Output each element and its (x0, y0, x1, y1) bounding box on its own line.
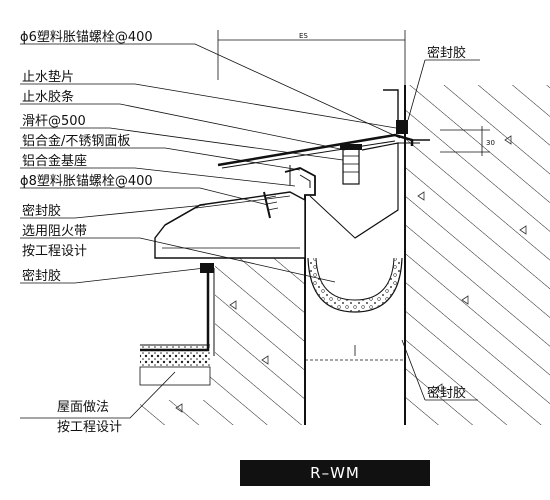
lower-bracket (154, 191, 306, 259)
left-structure (140, 195, 306, 425)
side-dim-label: 30 (486, 139, 495, 147)
es-label: ES (299, 32, 308, 40)
label-fire-strip-1: 选用阻火带 (22, 224, 87, 239)
water-stop-v (309, 195, 399, 239)
label-slide-bar: 滑杆@500 (22, 114, 86, 129)
label-water-stop-pad: 止水垫片 (22, 69, 74, 85)
label-anchor-bolt-mid: ϕ8塑料胀锚螺栓@400 (20, 174, 153, 189)
dimension-side: 30 (440, 126, 495, 156)
fire-barrier (307, 257, 403, 313)
label-anchor-bolt-top: ϕ6塑料胀锚螺栓@400 (20, 30, 153, 45)
label-sealant-right-bottom: 密封胶 (427, 385, 466, 401)
dimension-es: ES (217, 30, 406, 361)
label-base-seat: 铝合金基座 (22, 153, 87, 169)
upper-flashing (383, 85, 408, 134)
right-wall (404, 85, 550, 425)
label-fire-strip-2: 按工程设计 (22, 244, 87, 259)
model-tag-label: R–WM (310, 464, 360, 482)
leader-lines (20, 43, 480, 419)
roof-layers (139, 263, 215, 386)
label-water-stop-strip: 止水胶条 (22, 89, 74, 105)
label-sealant-right-top: 密封胶 (427, 45, 466, 61)
label-roof-2: 按工程设计 (57, 420, 122, 435)
label-face-plate: 铝合金/不锈钢面板 (22, 133, 130, 149)
label-roof-1: 屋面做法 (57, 400, 109, 415)
model-tag: R–WM (240, 460, 430, 486)
label-sealant-mid: 密封胶 (22, 203, 61, 219)
face-plate (217, 133, 414, 185)
label-sealant-low: 密封胶 (22, 268, 61, 284)
